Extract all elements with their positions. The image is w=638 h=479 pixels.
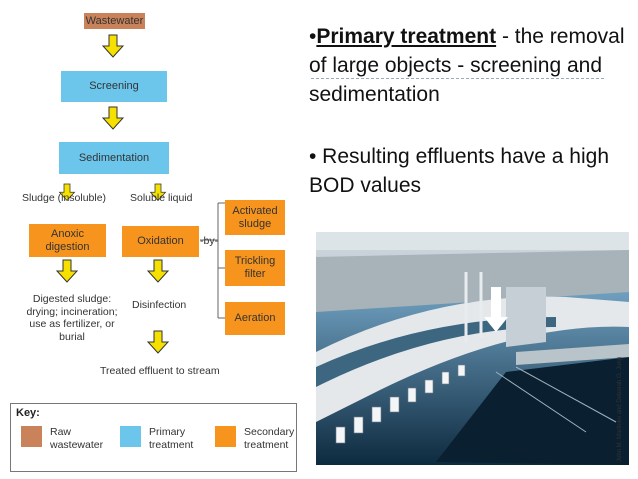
digested-sludge-label: Digested sludge: drying; incineration; u… xyxy=(26,293,118,343)
primary-treatment-heading: Primary treatment xyxy=(316,25,497,48)
screening-box: Screening xyxy=(61,71,167,102)
sludge-insoluble-label: Sludge (insoluble) xyxy=(22,192,107,204)
arrow-down-icon xyxy=(147,330,169,354)
treatment-plant-photo: John M. Martinko and Deborah O. Jung xyxy=(316,232,629,465)
trickling-filter-box: Trickling filter xyxy=(225,250,285,286)
arrow-down-icon xyxy=(102,34,124,58)
by-label: -by- xyxy=(200,235,219,247)
treated-effluent-label: Treated effluent to stream xyxy=(100,365,220,377)
oxidation-box: Oxidation xyxy=(122,226,199,257)
photo-credit: John M. Martinko and Deborah O. Jung xyxy=(617,357,623,462)
sedimentation-box: Sedimentation xyxy=(59,142,169,174)
bullet-primary-treatment: •Primary treatment - the removal of larg… xyxy=(309,22,629,109)
soluble-liquid-label: Soluble liquid xyxy=(130,192,193,204)
arrow-down-icon xyxy=(56,259,78,283)
legend-label-secondary: Secondary treatment xyxy=(244,426,295,451)
flow-arrows xyxy=(56,34,225,354)
legend: Key: Raw wastewater Primary treatment Se… xyxy=(10,403,297,472)
bullet-mark: • xyxy=(309,25,317,48)
arrow-down-icon xyxy=(102,106,124,130)
anoxic-digestion-box: Anoxic digestion xyxy=(29,224,106,257)
legend-label-raw: Raw wastewater xyxy=(50,426,104,451)
arrow-down-icon xyxy=(147,259,169,283)
wastewater-box: Wastewater xyxy=(84,13,145,29)
primary-treatment-description: - the removal of large objects - screeni… xyxy=(309,25,625,106)
activated-sludge-box: Activated sludge xyxy=(225,200,285,235)
bullet-bod: • Resulting effluents have a high BOD va… xyxy=(309,145,609,197)
legend-swatch-secondary xyxy=(215,426,236,447)
legend-label-primary: Primary treatment xyxy=(149,426,194,451)
aeration-box: Aeration xyxy=(225,302,285,335)
legend-swatch-raw xyxy=(21,426,42,447)
dashed-divider xyxy=(311,78,604,79)
legend-title: Key: xyxy=(16,407,40,419)
disinfection-label: Disinfection xyxy=(132,299,187,311)
legend-swatch-primary xyxy=(120,426,141,447)
